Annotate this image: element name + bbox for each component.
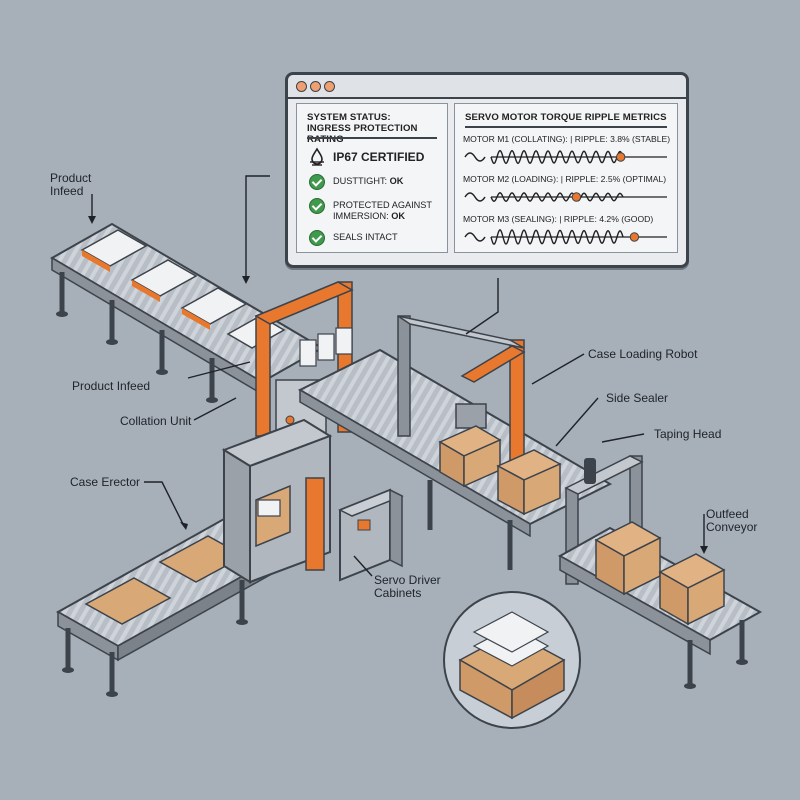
status-window: SYSTEM STATUS: INGRESS PROTECTION RATING… — [285, 72, 689, 268]
check-label-line2: IMMERSION: — [333, 211, 392, 221]
check-label-line1: PROTECTED AGAINST — [333, 200, 433, 210]
label-product-infeed: Product Infeed — [72, 379, 151, 393]
case-erector-machine — [221, 418, 333, 584]
check-immersion-text: PROTECTED AGAINST IMMERSION: OK — [333, 200, 432, 222]
check-circle-icon — [309, 174, 325, 190]
label-product-infeed-top: Product Infeed — [50, 172, 91, 198]
label-line: Servo Driver — [374, 573, 441, 587]
slider-knob-icon[interactable] — [571, 192, 582, 202]
label-side-sealer: Side Sealer — [606, 391, 669, 405]
window-title-bar — [288, 75, 686, 99]
check-value: OK — [389, 176, 404, 186]
label-line: Product — [50, 171, 92, 185]
motor-m1-waveform — [464, 149, 667, 165]
window-dot-icon[interactable] — [324, 81, 335, 92]
case-contents-inset — [443, 591, 581, 729]
motor-m1-label: MOTOR M1 (COLLATING): | RIPPLE: 3.8% (ST… — [463, 134, 671, 144]
check-seals-text: SEALS INTACT — [333, 232, 398, 243]
motor-m3-waveform — [464, 229, 667, 245]
infeed-conveyor — [50, 222, 324, 403]
callout-arrowheads — [88, 216, 708, 554]
check-seals: SEALS INTACT — [309, 230, 398, 246]
window-dot-icon[interactable] — [310, 81, 321, 92]
label-line: Outfeed — [706, 507, 749, 521]
label-collation-unit: Collation Unit — [120, 414, 192, 428]
check-circle-icon — [309, 198, 325, 214]
ingress-title-line1: SYSTEM STATUS: — [307, 112, 391, 123]
certification-label: IP67 CERTIFIED — [333, 150, 425, 164]
check-label: DUSTTIGHT: — [333, 176, 390, 186]
check-label: SEALS INTACT — [333, 232, 398, 242]
label-servo-driver-cabinets: Servo Driver Cabinets — [374, 574, 441, 600]
panel-divider — [307, 137, 437, 139]
torque-panel-title: SERVO MOTOR TORQUE RIPPLE METRICS — [465, 112, 667, 123]
label-line: Infeed — [50, 184, 84, 198]
ingress-title-line2: INGRESS PROTECTION RATING — [307, 123, 418, 145]
ingress-panel-title: SYSTEM STATUS: INGRESS PROTECTION RATING — [307, 112, 447, 145]
check-circle-icon — [309, 230, 325, 246]
slider-knob-icon[interactable] — [616, 152, 626, 162]
check-immersion: PROTECTED AGAINST IMMERSION: OK — [309, 198, 432, 222]
slider-knob-icon[interactable] — [629, 232, 640, 242]
label-case-loading-robot: Case Loading Robot — [588, 347, 698, 361]
motor-m2-waveform — [464, 192, 667, 202]
outfeed-conveyor — [557, 521, 763, 689]
torque-ripple-panel: SERVO MOTOR TORQUE RIPPLE METRICS MOTOR … — [454, 103, 678, 253]
label-outfeed-conveyor: Outfeed Conveyor — [706, 508, 757, 534]
certification-row: IP67 CERTIFIED — [307, 147, 424, 167]
check-value: OK — [391, 211, 405, 221]
case-loading-robot — [397, 315, 562, 516]
callout-lines — [91, 175, 705, 577]
check-dusttight-text: DUSTTIGHT: OK — [333, 176, 403, 187]
check-dusttight: DUSTTIGHT: OK — [309, 174, 403, 190]
panel-divider — [465, 126, 667, 128]
window-dot-icon[interactable] — [296, 81, 307, 92]
label-line: Cabinets — [374, 586, 422, 600]
label-line: Conveyor — [706, 520, 758, 534]
servo-cabinets — [338, 488, 404, 582]
label-taping-head: Taping Head — [654, 427, 722, 441]
motor-m3-label: MOTOR M3 (SEALING): | RIPPLE: 4.2% (GOOD… — [463, 214, 654, 224]
ingress-protection-panel: SYSTEM STATUS: INGRESS PROTECTION RATING… — [296, 103, 448, 253]
label-case-erector: Case Erector — [70, 475, 141, 489]
motor-m2-label: MOTOR M2 (LOADING): | RIPPLE: 2.5% (OPTI… — [463, 174, 667, 184]
water-drop-shield-icon — [310, 147, 324, 166]
